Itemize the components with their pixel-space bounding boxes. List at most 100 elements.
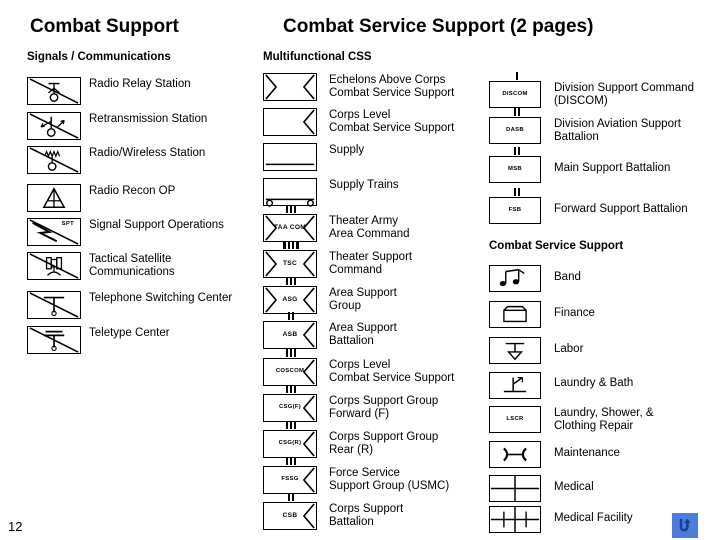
symbol-inner-text: SPT bbox=[61, 221, 74, 227]
list-item: Band bbox=[489, 265, 581, 292]
list-item: Echelons Above Corps Combat Service Supp… bbox=[263, 73, 454, 101]
list-item: Corps Level Combat Service Support bbox=[263, 108, 454, 136]
return-button[interactable] bbox=[672, 513, 698, 538]
teletype-center-symbol bbox=[27, 326, 83, 354]
echelon-marker-ii bbox=[263, 493, 319, 501]
list-item: FSB Forward Support Battalion bbox=[489, 188, 688, 224]
symbol-inner-text: CSB bbox=[282, 512, 298, 520]
list-item-label: Laundry & Bath bbox=[554, 377, 634, 389]
msb-symbol: MSB bbox=[489, 147, 545, 183]
list-item-label: Laundry, Shower, & Clothing Repair bbox=[554, 407, 654, 433]
list-item: Medical bbox=[489, 475, 594, 502]
section-heading-multifunctional-css: Multifunctional CSS bbox=[263, 51, 372, 63]
fssg-symbol: FSSG bbox=[263, 457, 319, 494]
echelon-marker-iii bbox=[263, 421, 319, 429]
echelon-marker-iii bbox=[263, 385, 319, 393]
symbol-inner-text: ASB bbox=[282, 331, 298, 339]
laundry-shower-clothing-repair-symbol: LSCR bbox=[489, 406, 545, 433]
list-item: CSB Corps Support Battalion bbox=[263, 493, 403, 530]
list-item-label: Supply Trains bbox=[329, 179, 399, 191]
supply-trains-symbol bbox=[263, 178, 319, 207]
echelon-marker-xxxx bbox=[263, 241, 319, 249]
dasb-symbol: DASB bbox=[489, 108, 545, 144]
symbol-inner-text: CSG(R) bbox=[278, 440, 302, 447]
list-item: Radio Recon OP bbox=[27, 184, 175, 212]
list-item: TSC Theater Support Command bbox=[263, 241, 413, 278]
csg-rear-symbol: CSG(R) bbox=[263, 421, 319, 458]
list-item: CSG(R) Corps Support Group Rear (R) bbox=[263, 421, 439, 458]
page-number: 12 bbox=[8, 519, 23, 534]
list-item-label: Medical bbox=[554, 481, 594, 493]
list-item: Medical Facility bbox=[489, 506, 633, 533]
finance-symbol bbox=[489, 301, 545, 328]
list-item-label: Corps Support Group Rear (R) bbox=[329, 431, 439, 457]
labor-symbol bbox=[489, 337, 545, 364]
list-item-label: Retransmission Station bbox=[89, 113, 208, 125]
list-item-label: Radio Recon OP bbox=[89, 185, 176, 197]
section-heading-combat-service-support: Combat Service Support bbox=[489, 240, 624, 252]
echelon-marker-ii bbox=[263, 312, 319, 320]
signal-support-operations-symbol: SPT bbox=[27, 218, 83, 246]
csg-forward-symbol: CSG(F) bbox=[263, 385, 319, 422]
symbol-inner-text: DASB bbox=[506, 126, 524, 133]
supply-symbol bbox=[263, 143, 319, 171]
list-item-label: Echelons Above Corps Combat Service Supp… bbox=[329, 74, 455, 100]
symbol-inner-text: LSCR bbox=[506, 415, 524, 422]
retransmission-station-symbol bbox=[27, 112, 83, 140]
band-symbol bbox=[489, 265, 545, 292]
symbol-inner-text: MSB bbox=[508, 165, 522, 172]
list-item: Tactical Satellite Communications bbox=[27, 252, 175, 280]
list-item-label: Theater Support Command bbox=[329, 251, 413, 277]
list-item: Supply bbox=[263, 143, 364, 171]
list-item: ASG Area Support Group bbox=[263, 277, 397, 314]
list-item: COSCOM Corps Level Combat Service Suppor… bbox=[263, 349, 455, 386]
list-item: TAA COM Theater Army Area Command bbox=[263, 205, 410, 242]
list-item: ASB Area Support Battalion bbox=[263, 312, 397, 349]
symbol-inner-text: FSSG bbox=[281, 476, 299, 483]
list-item: Telephone Switching Center bbox=[27, 291, 232, 319]
coscom-symbol: COSCOM bbox=[263, 349, 319, 386]
list-item-label: Main Support Battalion bbox=[554, 162, 671, 174]
list-item-label: Teletype Center bbox=[89, 327, 170, 339]
area-support-group-symbol: ASG bbox=[263, 277, 319, 314]
echelon-marker-ii bbox=[489, 108, 545, 116]
echelon-marker-xxx bbox=[263, 205, 319, 213]
echelon-marker-ii bbox=[489, 147, 545, 155]
echelon-marker-xxx bbox=[263, 457, 319, 465]
return-arrow-icon bbox=[679, 518, 691, 532]
corps-support-battalion-symbol: CSB bbox=[263, 493, 319, 530]
list-item: SPT Signal Support Operations bbox=[27, 218, 224, 246]
radio-wireless-station-symbol bbox=[27, 146, 83, 174]
tactical-satellite-communications-symbol bbox=[27, 252, 83, 280]
list-item-label: Corps Level Combat Service Support bbox=[329, 359, 455, 385]
radio-recon-op-symbol bbox=[27, 184, 83, 212]
list-item: Supply Trains bbox=[263, 178, 399, 207]
page-title-combat-support: Combat Support bbox=[30, 16, 179, 37]
list-item-label: Area Support Battalion bbox=[329, 322, 397, 348]
list-item-label: Division Support Command (DISCOM) bbox=[554, 82, 694, 108]
echelon-marker-xxx bbox=[263, 349, 319, 357]
list-item: Radio/Wireless Station bbox=[27, 146, 205, 174]
list-item: LSCR Laundry, Shower, & Clothing Repair bbox=[489, 406, 654, 433]
list-item-label: Medical Facility bbox=[554, 512, 633, 524]
list-item: Maintenance bbox=[489, 441, 620, 468]
symbol-inner-text: TSC bbox=[282, 260, 298, 268]
laundry-bath-symbol bbox=[489, 372, 545, 399]
list-item-label: Band bbox=[554, 271, 581, 283]
list-item: Teletype Center bbox=[27, 326, 170, 354]
symbol-inner-text: ASG bbox=[282, 296, 298, 304]
list-item-label: Labor bbox=[554, 343, 584, 355]
list-item-label: Supply bbox=[329, 144, 365, 156]
maintenance-symbol bbox=[489, 441, 545, 468]
echelon-marker-x bbox=[489, 72, 545, 80]
symbol-inner-text: DISCOM bbox=[502, 90, 528, 97]
list-item: Finance bbox=[489, 301, 595, 328]
telephone-switching-center-symbol bbox=[27, 291, 83, 319]
corps-level-css-symbol bbox=[263, 108, 319, 136]
list-item-label: Area Support Group bbox=[329, 287, 397, 313]
list-item-label: Finance bbox=[554, 307, 595, 319]
list-item: Retransmission Station bbox=[27, 112, 207, 140]
list-item-label: Radio Relay Station bbox=[89, 78, 191, 90]
list-item: CSG(F) Corps Support Group Forward (F) bbox=[263, 385, 438, 422]
